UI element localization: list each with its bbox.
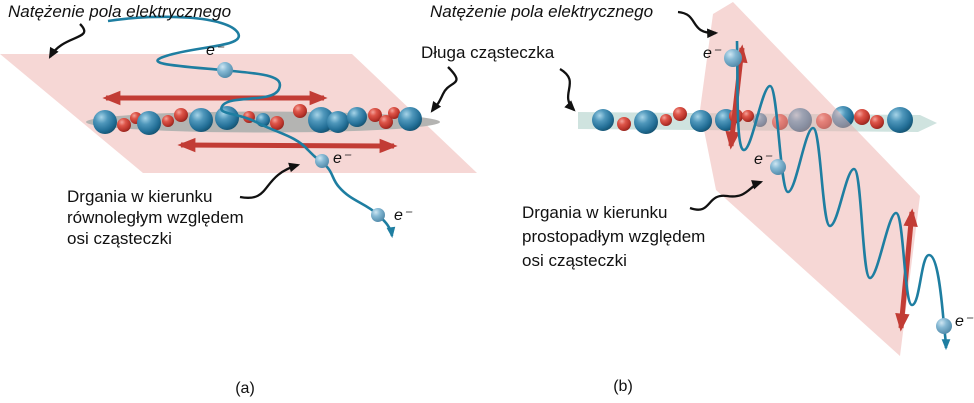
atom-sphere [660,114,672,126]
electron-wave-b [735,40,951,351]
atom-sphere [217,62,233,78]
electron-label-b3: e⁻ [955,313,973,330]
atom-sphere [315,154,329,168]
oscillation-label-b-line3: osi cząsteczki [522,251,627,270]
atom-sphere [887,107,913,133]
atom-sphere [634,110,658,134]
atom-sphere [870,115,884,129]
field-label-arrow-b [677,10,719,39]
oscillation-label-a-line2: równoległym względem [67,208,244,227]
molecule-label-arrow-right [559,68,576,112]
atom-sphere [308,107,334,133]
atom-sphere [293,104,307,118]
atom-sphere [398,107,422,131]
caption-a: (a) [235,380,255,397]
atom-sphere [347,107,367,127]
atom-sphere [936,318,952,334]
electron-label-a1: e⁻ [206,42,224,59]
oscillation-label-arrow-a [239,162,301,199]
oscillation-label-a-line1: Drgania w kierunku [67,187,213,206]
atom-sphere [270,116,284,130]
atom-sphere [371,208,385,222]
atom-sphere [327,111,349,133]
atom-sphere [368,108,382,122]
atom-sphere [770,159,786,175]
atom-sphere [162,115,174,127]
molecule-label-arrow-left [430,66,458,113]
electron-wave-a [107,15,396,239]
atom-sphere [137,111,161,135]
atom-sphere [854,109,870,125]
oscillation-label-b-line1: Drgania w kierunku [522,203,668,222]
electrons-a [217,62,385,222]
oscillation-label-b-line2: prostopadłym względem [522,227,706,246]
electron-label-a3: e⁻ [394,207,412,224]
atom-sphere [379,115,393,129]
oscillation-arrow-b-bottom [895,208,918,332]
molecule-a [93,104,422,135]
atom-sphere [673,107,687,121]
atom-sphere [592,109,614,131]
electron-label-a2: e⁻ [333,150,351,167]
oscillation-label-a: Drgania w kierunku równoległym względem … [67,186,244,249]
atom-sphere [215,106,239,130]
atom-sphere [388,107,400,119]
field-intensity-label-b: Natężenie pola elektrycznego [430,2,654,21]
electron-label-b1: e⁻ [703,45,721,62]
atom-sphere [189,108,213,132]
oscillation-label-a-line3: osi cząsteczki [67,229,172,248]
oscillation-arrow-a-lower [177,137,398,154]
oscillation-label-arrow-b [689,180,764,211]
atom-sphere [724,49,742,67]
oscillation-label-b: Drgania w kierunku prostopadłym względem… [522,201,705,273]
atom-sphere [690,110,712,132]
long-molecule-label: Długa cząsteczka [421,43,555,62]
atom-sphere [617,117,631,131]
electrons-b [724,49,952,334]
field-intensity-label-a: Natężenie pola elektrycznego [8,2,232,21]
atom-sphere [117,118,131,132]
atom-sphere [742,110,754,122]
electron-label-b2: e⁻ [754,151,772,168]
atom-sphere [174,108,188,122]
caption-b: (b) [613,378,633,395]
field-label-arrow-a [48,23,86,59]
atom-sphere [93,110,117,134]
